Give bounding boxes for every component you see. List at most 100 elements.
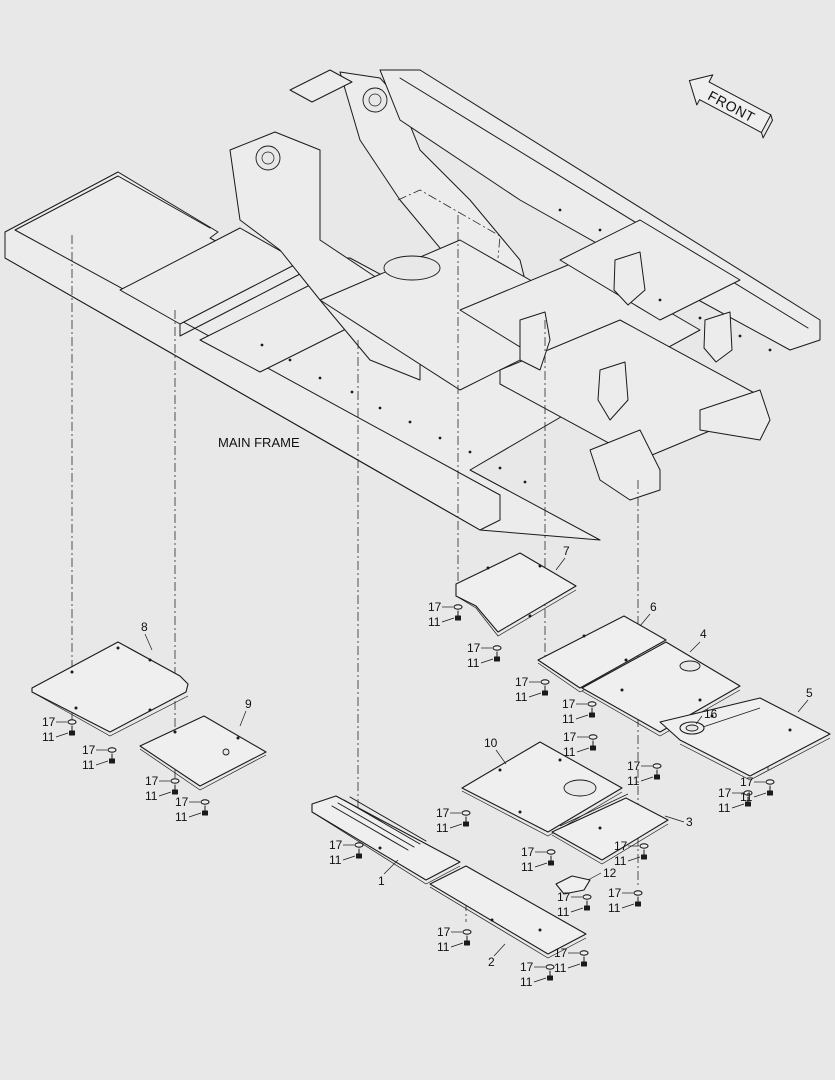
bolt-callout: 11 — [614, 854, 627, 868]
washer-17-icon — [540, 679, 550, 685]
washer-17-icon — [633, 890, 643, 896]
washer-callout: 17 — [175, 795, 189, 809]
callout-4: 4 — [700, 627, 707, 641]
cover-plate-4 — [581, 641, 741, 737]
bolt-11-icon — [464, 935, 470, 946]
bolt-callout: 11 — [329, 853, 342, 867]
washer-callout: 17 — [428, 600, 442, 614]
washer-17-icon — [453, 604, 463, 610]
bolt-callout: 11 — [520, 975, 533, 989]
bolt-11-icon — [635, 896, 641, 907]
bolt-11-icon — [69, 725, 75, 736]
bolt-leader — [627, 856, 641, 862]
bolt-leader — [731, 803, 745, 809]
bolt-callout: 11 — [557, 905, 570, 919]
bolt-11-icon — [463, 816, 469, 827]
bolt-11-icon — [455, 610, 461, 621]
washer-17-icon — [545, 964, 555, 970]
cover-plate-8 — [31, 641, 189, 737]
washer-callout: 17 — [562, 697, 576, 711]
bolt-callout: 11 — [467, 656, 480, 670]
callout-5: 5 — [806, 686, 813, 700]
bolt-callout: 11 — [554, 961, 567, 975]
washer-callout: 17 — [436, 806, 450, 820]
bolt-leader — [158, 791, 172, 797]
bolt-11-icon — [584, 900, 590, 911]
bolt-leader — [342, 855, 356, 861]
callouts: 1 2 3 4 5 6 7 8 9 10 12 16 — [141, 544, 813, 969]
bolt-leader — [640, 776, 654, 782]
bolt-callout: 11 — [145, 789, 158, 803]
cover-plate-5 — [659, 697, 831, 781]
washer-callout: 17 — [515, 675, 529, 689]
bolt-callout: 11 — [562, 712, 575, 726]
bolt-11-icon — [356, 848, 362, 859]
callout-8: 8 — [141, 620, 148, 634]
callout-3: 3 — [686, 815, 693, 829]
bolt-leader — [528, 692, 542, 698]
callout-2: 2 — [488, 955, 495, 969]
bolt-callout: 11 — [608, 901, 621, 915]
cover-plate-12 — [555, 875, 591, 895]
frame-bolts — [260, 208, 772, 484]
washer-callout: 17 — [554, 946, 568, 960]
washer-callout: 17 — [42, 715, 56, 729]
bolt-callout: 11 — [563, 745, 576, 759]
bolt-callout: 11 — [718, 801, 731, 815]
bolt-11-icon — [494, 651, 500, 662]
bolt-leader — [576, 747, 590, 753]
washer-17-icon — [652, 763, 662, 769]
bolt-leader — [95, 760, 109, 766]
cover-plate-7 — [455, 552, 577, 637]
washer-17-icon — [67, 719, 77, 725]
washer-17-icon — [639, 843, 649, 849]
bolt-11-icon — [109, 753, 115, 764]
washer-callout: 17 — [467, 641, 481, 655]
bolt-leader — [55, 732, 69, 738]
bolt-leader — [570, 907, 584, 913]
washer-callout: 17 — [521, 845, 535, 859]
bolt-callout: 11 — [515, 690, 528, 704]
washer-callout: 17 — [627, 759, 641, 773]
washer-17-icon — [170, 778, 180, 784]
bolt-leader — [575, 714, 589, 720]
bolt-callout: 11 — [42, 730, 55, 744]
washer-callout: 17 — [608, 886, 622, 900]
bolt-11-icon — [654, 769, 660, 780]
grommet-16 — [679, 721, 705, 735]
washer-callout: 17 — [563, 730, 577, 744]
bolt-leader — [753, 792, 767, 798]
washer-17-icon — [587, 701, 597, 707]
bolt-callout: 11 — [521, 860, 534, 874]
bolt-leader — [449, 823, 463, 829]
main-frame-label: MAIN FRAME — [218, 435, 300, 450]
bolt-leader — [450, 942, 464, 948]
callout-10: 10 — [484, 736, 498, 750]
bolt-callout: 11 — [436, 821, 449, 835]
washer-17-icon — [743, 790, 753, 796]
callout-16: 16 — [704, 707, 718, 721]
bolt-11-icon — [172, 784, 178, 795]
bolt-11-icon — [590, 740, 596, 751]
bolt-leader — [188, 812, 202, 818]
washer-callout: 17 — [82, 743, 96, 757]
bolt-leader — [567, 963, 581, 969]
washer-17-icon — [107, 747, 117, 753]
bolt-callout: 11 — [740, 790, 753, 804]
washer-17-icon — [200, 799, 210, 805]
washer-callout: 17 — [614, 839, 628, 853]
washer-17-icon — [462, 929, 472, 935]
callout-7: 7 — [563, 544, 570, 558]
bolt-11-icon — [581, 956, 587, 967]
washer-callout: 17 — [329, 838, 343, 852]
cover-plate-3 — [551, 793, 669, 865]
bolt-callout: 11 — [627, 774, 640, 788]
bolt-11-icon — [547, 970, 553, 981]
callout-1: 1 — [378, 874, 385, 888]
washer-callout: 17 — [718, 786, 732, 800]
bolt-11-icon — [542, 685, 548, 696]
bolt-callout: 11 — [82, 758, 95, 772]
bolt-11-icon — [745, 796, 751, 807]
bolt-leader — [621, 903, 635, 909]
